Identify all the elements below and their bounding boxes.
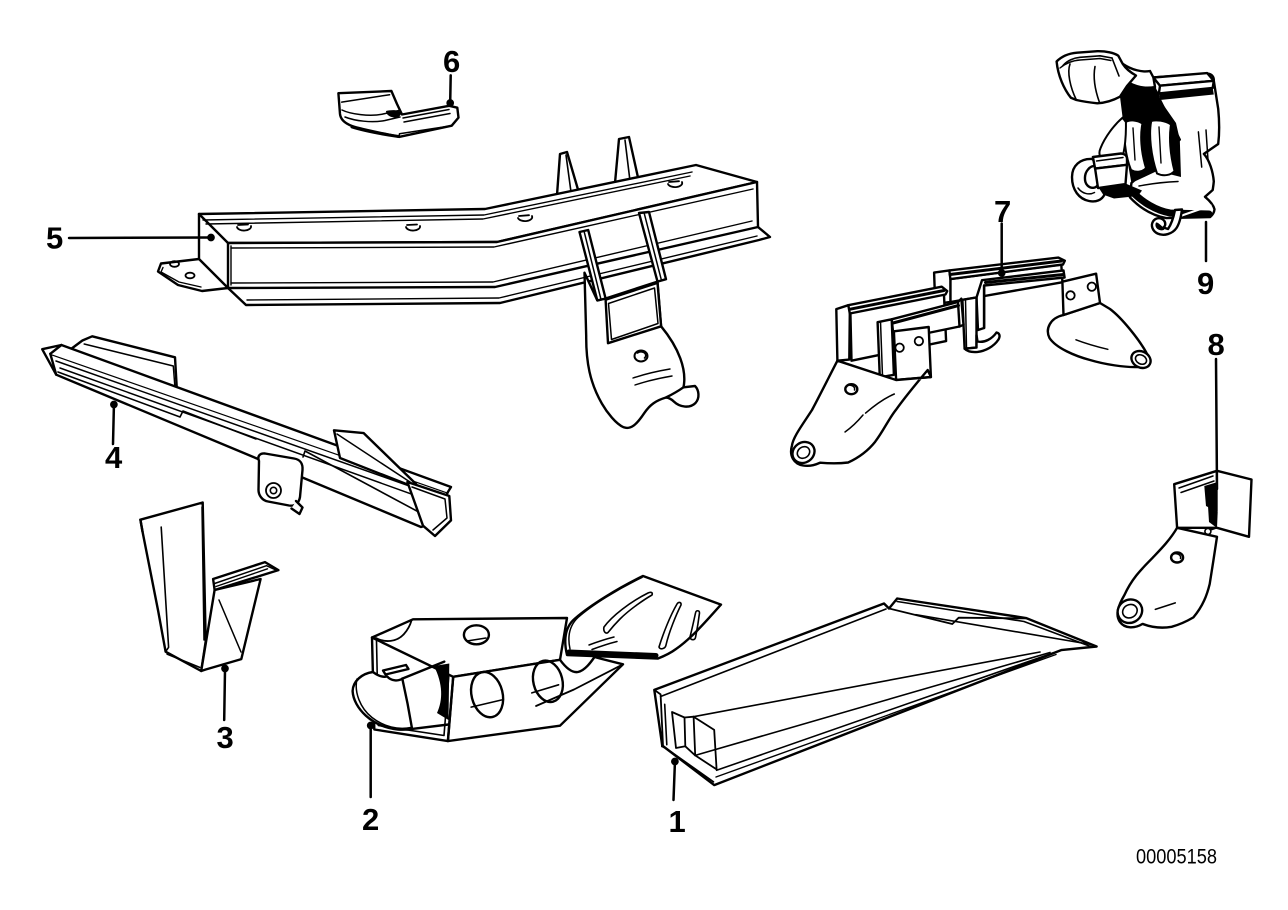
svg-text:00005158: 00005158 [1136,846,1217,869]
svg-text:4: 4 [105,440,123,475]
svg-text:3: 3 [217,720,234,755]
svg-text:2: 2 [362,802,379,837]
svg-text:8: 8 [1208,327,1225,362]
svg-text:6: 6 [443,44,460,79]
svg-text:1: 1 [669,804,686,839]
svg-text:9: 9 [1197,266,1214,301]
svg-text:5: 5 [46,221,63,256]
svg-text:7: 7 [994,194,1011,229]
